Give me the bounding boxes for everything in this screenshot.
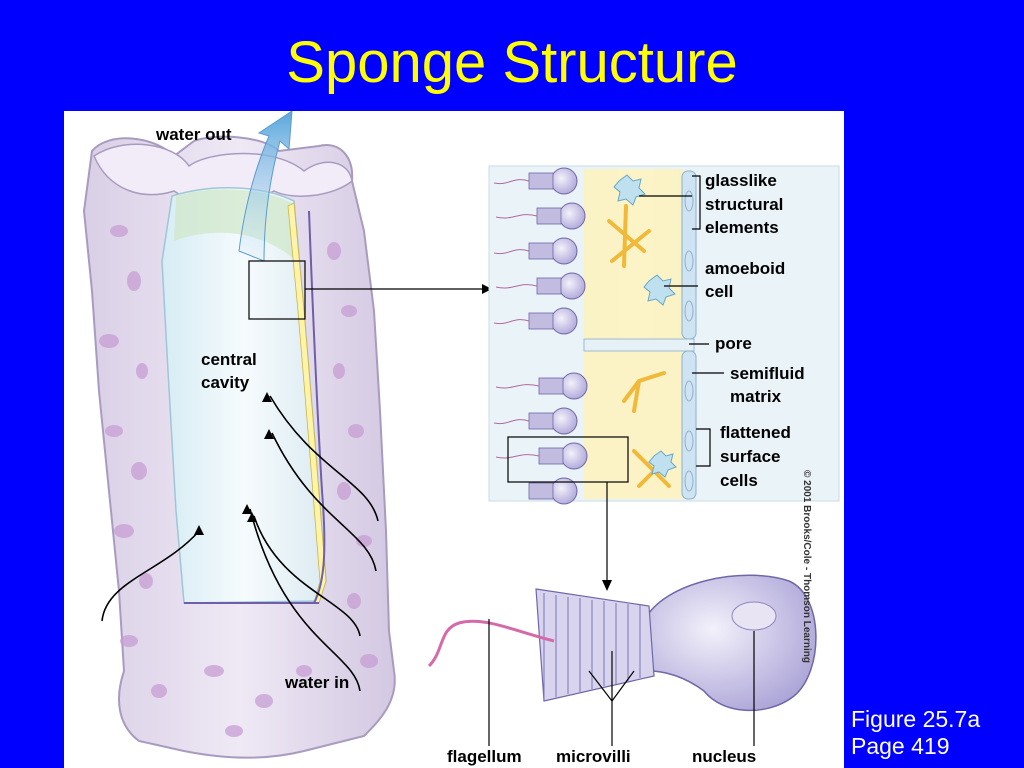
label-elements: elements xyxy=(705,218,779,237)
label-water-in: water in xyxy=(285,673,350,692)
leader-lines xyxy=(606,175,724,581)
label-nucleus: nucleus xyxy=(692,747,757,766)
label-matrix: matrix xyxy=(730,387,782,406)
label-glasslike: glasslike xyxy=(705,171,777,190)
copyright-notice: © 2001 Brooks/Cole - Thomson Learning xyxy=(801,470,812,663)
label-cells: cells xyxy=(720,471,758,490)
wall-detail xyxy=(488,165,840,505)
label-cavity: cavity xyxy=(201,373,250,392)
figure-caption: Figure 25.7a Page 419 xyxy=(851,706,980,760)
collar-cell-closeup xyxy=(427,574,817,712)
label-water-out: water out xyxy=(156,125,232,144)
label-flagellum: flagellum xyxy=(447,747,522,766)
label-pore: pore xyxy=(715,334,752,353)
water-in-arrowheads xyxy=(194,392,274,535)
sponge-figure: water out central cavity water in glassl… xyxy=(64,111,844,768)
label-surface: surface xyxy=(720,447,781,466)
sponge-illustration xyxy=(82,111,840,759)
zoom-arrowhead xyxy=(482,284,492,294)
label-cell: cell xyxy=(705,282,734,301)
detail-arrowhead xyxy=(602,580,612,591)
label-semifluid: semifluid xyxy=(730,364,805,383)
closeup-leader-lines xyxy=(488,619,755,746)
caption-page: Page 419 xyxy=(851,733,950,759)
label-amoeboid: amoeboid xyxy=(705,259,786,278)
label-structural: structural xyxy=(705,195,784,214)
water-out-arrow xyxy=(238,111,293,262)
sponge-body xyxy=(82,135,396,759)
label-central: central xyxy=(201,350,257,369)
slide-title: Sponge Structure xyxy=(286,30,738,95)
water-in-arrows xyxy=(101,395,379,692)
collar-cells xyxy=(493,167,588,505)
zoom-box-wall xyxy=(248,260,306,320)
label-flattened: flattened xyxy=(720,423,791,442)
label-microvilli: microvilli xyxy=(556,747,631,766)
caption-figure: Figure 25.7a xyxy=(851,706,981,732)
